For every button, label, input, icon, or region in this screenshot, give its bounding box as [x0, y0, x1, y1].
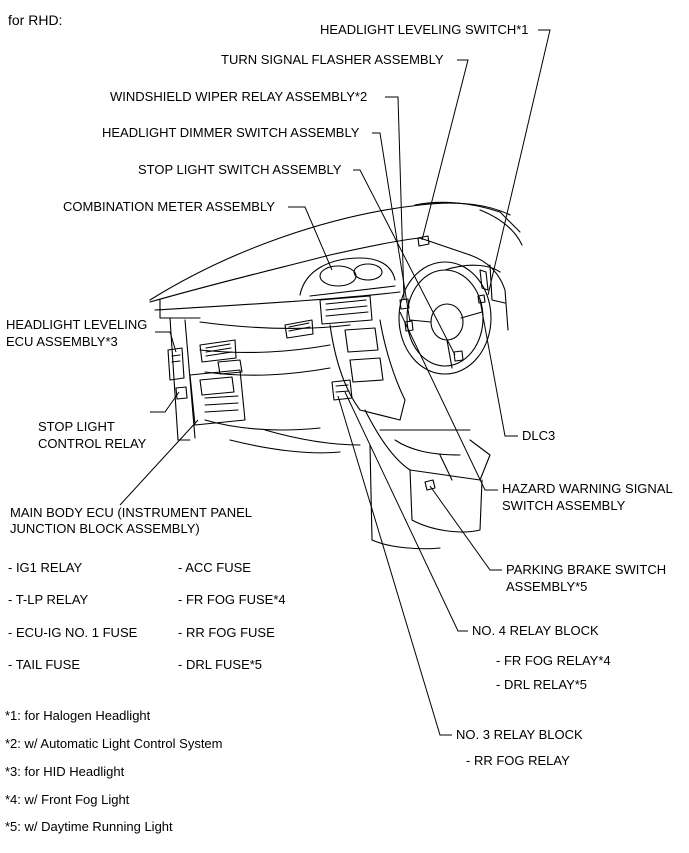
callout-parking-brake-line2: ASSEMBLY*5: [506, 579, 588, 594]
no4-relay-item: - DRL RELAY*5: [496, 677, 588, 692]
steering-wheel: [398, 261, 492, 375]
leader-no3: [337, 395, 452, 736]
callout-no3-relay-block: NO. 3 RELAY BLOCK: [456, 727, 583, 742]
callout-hazard-warning-line2: SWITCH ASSEMBLY: [502, 498, 626, 513]
no3-relay-item: - RR FOG RELAY: [466, 753, 570, 768]
callout-turn-signal-flasher: TURN SIGNAL FLASHER ASSEMBLY: [221, 52, 444, 67]
leader-wiper-relay: [385, 96, 405, 301]
footnote: *3: for HID Headlight: [5, 764, 125, 779]
variant-label: for RHD:: [8, 12, 63, 28]
callout-combination-meter: COMBINATION METER ASSEMBLY: [63, 199, 275, 214]
leader-parking: [429, 485, 502, 571]
footnote: *1: for Halogen Headlight: [5, 708, 151, 723]
callout-hazard-warning-line1: HAZARD WARNING SIGNAL: [502, 481, 673, 496]
leader-headlight-leveling-switch: [487, 29, 551, 296]
leader-dimmer: [372, 132, 411, 323]
dashboard-top: [149, 237, 471, 303]
leader-comb-meter: [288, 206, 333, 271]
callout-stop-light-control-relay-line2: CONTROL RELAY: [38, 436, 147, 451]
ecu-item: - ECU-IG NO. 1 FUSE: [8, 625, 138, 640]
ecu-item: - RR FOG FUSE: [178, 625, 275, 640]
callout-headlight-leveling-switch: HEADLIGHT LEVELING SWITCH*1: [320, 22, 529, 37]
leader-dlc3: [479, 299, 518, 437]
no4-relay-item: - FR FOG RELAY*4: [496, 653, 611, 668]
leader-stop-light-switch: [353, 169, 456, 356]
footnote: *4: w/ Front Fog Light: [5, 792, 130, 807]
leader-no4: [344, 391, 468, 632]
leader-turn-signal: [421, 59, 469, 241]
ecu-item: - IG1 RELAY: [8, 560, 83, 575]
ecu-item: - ACC FUSE: [178, 560, 251, 575]
center-console: [364, 409, 491, 481]
ecu-item: - TAIL FUSE: [8, 657, 80, 672]
ecu-item: - DRL FUSE*5: [178, 657, 263, 672]
windshield-outline: [149, 202, 511, 301]
leader-hl-ecu: [155, 331, 177, 353]
callout-parking-brake-line1: PARKING BRAKE SWITCH: [506, 562, 667, 577]
callout-stop-light-switch: STOP LIGHT SWITCH ASSEMBLY: [138, 162, 342, 177]
footnote: *2: w/ Automatic Light Control System: [5, 736, 223, 751]
leader-stop-relay: [150, 391, 180, 413]
callout-headlight-leveling-ecu-line2: ECU ASSEMBLY*3: [6, 334, 118, 349]
callout-headlight-dimmer-switch: HEADLIGHT DIMMER SWITCH ASSEMBLY: [102, 125, 360, 140]
meter-hood: [299, 257, 396, 296]
ecu-item: - FR FOG FUSE*4: [178, 592, 286, 607]
leader-hazard: [399, 311, 498, 491]
junction-block: [189, 369, 246, 426]
ecu-item: - T-LP RELAY: [8, 592, 89, 607]
callout-headlight-leveling-ecu-line1: HEADLIGHT LEVELING: [6, 317, 148, 332]
callout-main-body-ecu-line1: MAIN BODY ECU (INSTRUMENT PANEL: [10, 505, 252, 520]
callout-main-body-ecu-line2: JUNCTION BLOCK ASSEMBLY): [10, 521, 200, 536]
callout-windshield-wiper-relay: WINDSHIELD WIPER RELAY ASSEMBLY*2: [110, 89, 368, 104]
footnote: *5: w/ Daytime Running Light: [5, 819, 173, 834]
center-stack: [319, 295, 373, 325]
leader-main-body: [119, 419, 199, 506]
callout-no4-relay-block: NO. 4 RELAY BLOCK: [472, 623, 599, 638]
callout-dlc3: DLC3: [522, 428, 556, 443]
callout-stop-light-control-relay-line1: STOP LIGHT: [38, 419, 115, 434]
